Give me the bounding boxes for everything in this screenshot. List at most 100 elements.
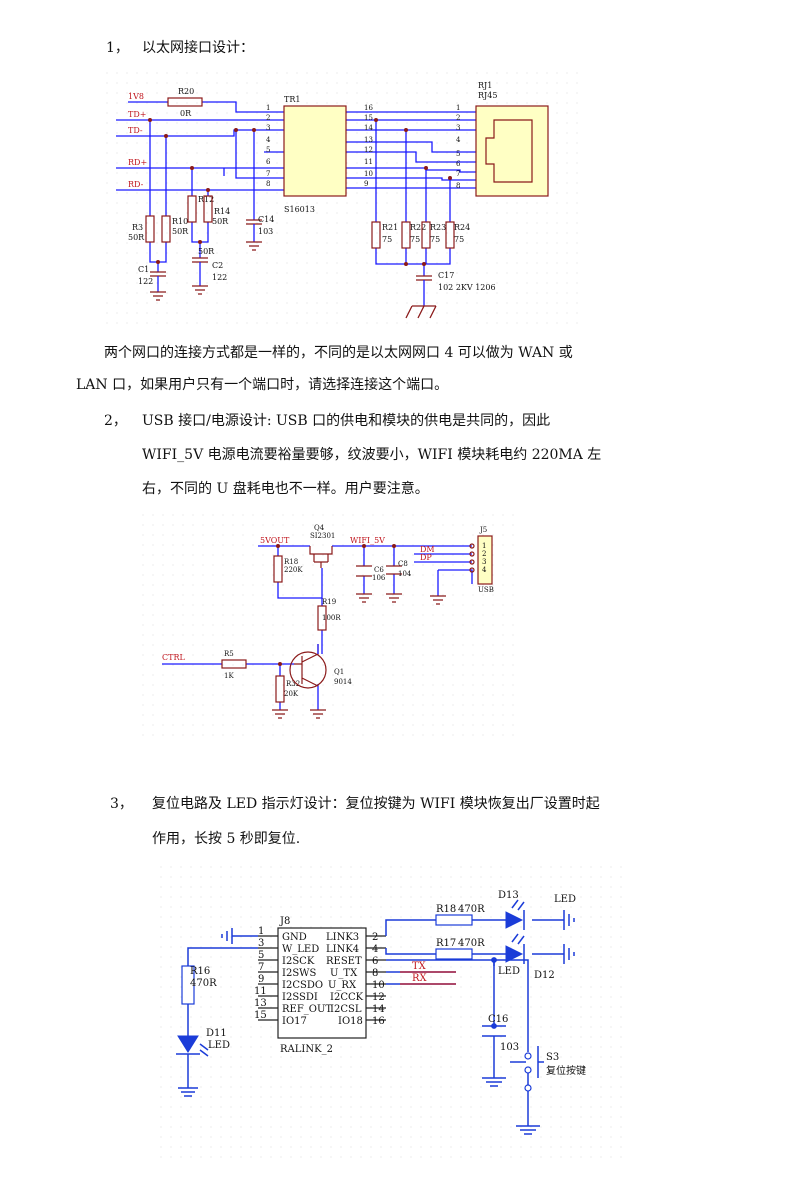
svg-text:8: 8 [266, 180, 270, 188]
svg-text:1: 1 [258, 926, 264, 937]
svg-text:U_TX: U_TX [330, 968, 358, 979]
svg-text:2: 2 [266, 114, 270, 122]
r17-resistor: R17 470R [435, 938, 485, 960]
c17-capacitor: C17 102 2KV 1206 [405, 271, 496, 319]
svg-text:R23: R23 [430, 223, 446, 232]
section-3-line-1: 复位电路及 LED 指示灯设计：复位按键为 WIFI 模块恢复出厂设置时起 [152, 796, 600, 812]
tr1-left-pins: 1 2 3 4 5 6 7 8 [266, 104, 271, 188]
svg-text:RESET: RESET [326, 956, 362, 967]
d12-led: LED D12 [498, 933, 555, 981]
svg-text:15: 15 [364, 114, 373, 122]
j8-left-pin-numbers: 1 3 5 7 9 11 13 15 [254, 926, 267, 1021]
c16-capacitor: C16 103 [482, 1014, 519, 1087]
svg-text:C1: C1 [138, 265, 149, 274]
section-2-line-2: WIFI_5V 电源电流要裕量要够，纹波要小，WIFI 模块耗电约 220MA … [142, 447, 602, 463]
j8-right-pin-numbers: 2 4 6 8 10 12 14 16 [372, 932, 385, 1027]
svg-text:4: 4 [456, 136, 461, 144]
tr1-right-pins: 16 15 14 13 12 11 10 9 [364, 104, 373, 188]
s3-reset-button: S3 复位按键 [510, 1046, 586, 1092]
svg-text:11: 11 [364, 158, 373, 166]
net-rd-minus: RD- [128, 180, 144, 189]
svg-text:8: 8 [456, 182, 460, 190]
svg-text:6: 6 [456, 160, 461, 168]
svg-text:5: 5 [266, 146, 270, 154]
svg-text:I2SWS: I2SWS [282, 968, 316, 979]
svg-text:122: 122 [138, 277, 153, 286]
svg-text:IO18: IO18 [338, 1016, 363, 1027]
svg-text:11: 11 [254, 986, 267, 997]
svg-text:R32: R32 [286, 680, 300, 688]
svg-text:1K: 1K [224, 672, 234, 680]
svg-text:I2CSDO: I2CSDO [282, 980, 323, 991]
svg-text:15: 15 [254, 1010, 267, 1021]
svg-text:USB: USB [478, 586, 494, 594]
net-dp: DP [420, 553, 432, 562]
svg-text:75: 75 [410, 235, 420, 244]
r5-resistor: R5 1K [221, 650, 247, 680]
svg-text:220K: 220K [284, 566, 303, 574]
svg-text:GND: GND [282, 932, 307, 943]
r24-resistor: R24 75 [445, 221, 470, 249]
tr1-transformer: TR1 S16013 [283, 95, 347, 214]
svg-text:2: 2 [456, 114, 460, 122]
reset-led-schematic: J8 RALINK_2 1 3 5 7 9 11 13 15 GND W_LED… [160, 866, 622, 1158]
svg-text:13: 13 [254, 998, 267, 1009]
svg-text:R24: R24 [454, 223, 470, 232]
svg-text:5: 5 [456, 150, 460, 158]
d13-led: D13 LED [498, 890, 576, 930]
section-3-number: 3， [110, 796, 133, 812]
svg-text:470R: 470R [458, 904, 485, 915]
svg-text:103: 103 [258, 227, 273, 236]
svg-text:7: 7 [266, 170, 270, 178]
svg-text:4: 4 [482, 566, 487, 574]
svg-text:16: 16 [364, 104, 373, 112]
j8-left-pin-names: GND W_LED I2SCK I2SWS I2CSDO I2SSDI REF_… [282, 932, 332, 1027]
svg-text:I2SCK: I2SCK [282, 956, 315, 967]
svg-text:470R: 470R [190, 978, 217, 989]
r21-resistor: R21 75 [371, 221, 398, 249]
svg-text:3: 3 [482, 558, 486, 566]
r22-resistor: R22 75 [401, 221, 426, 249]
svg-text:R18: R18 [284, 558, 298, 566]
section-1-title: 以太网接口设计： [142, 40, 254, 56]
j8-ralink-module: J8 RALINK_2 [277, 916, 367, 1055]
svg-text:R12: R12 [198, 195, 214, 204]
section-2-number: 2， [104, 413, 127, 429]
svg-text:14: 14 [372, 1004, 385, 1015]
svg-text:14: 14 [364, 124, 373, 132]
svg-text:5: 5 [258, 950, 264, 961]
r16-resistor: R16 470R [181, 965, 217, 1005]
svg-text:S16013: S16013 [284, 205, 315, 214]
svg-text:50R: 50R [128, 233, 145, 242]
svg-text:8: 8 [372, 968, 378, 979]
net-rd-plus: RD+ [128, 158, 147, 167]
svg-text:LINK4: LINK4 [326, 944, 359, 955]
svg-text:D12: D12 [534, 970, 555, 981]
svg-text:C2: C2 [212, 261, 223, 270]
svg-text:9014: 9014 [334, 678, 352, 686]
svg-text:C14: C14 [258, 215, 274, 224]
svg-text:R5: R5 [224, 650, 234, 658]
d11-led: D11 LED [176, 1028, 230, 1057]
svg-text:16: 16 [372, 1016, 385, 1027]
svg-text:W_LED: W_LED [282, 944, 319, 955]
usb-junctions [276, 544, 396, 666]
c1-capacitor: C1 122 [138, 265, 166, 301]
svg-text:50R: 50R [212, 217, 229, 226]
svg-text:75: 75 [454, 235, 464, 244]
svg-text:20K: 20K [284, 690, 299, 698]
svg-text:J5: J5 [479, 526, 487, 534]
svg-text:R22: R22 [410, 223, 426, 232]
svg-text:102 2KV 1206: 102 2KV 1206 [438, 283, 496, 292]
svg-text:Q1: Q1 [334, 668, 344, 676]
c2-capacitor: C2 122 [192, 257, 227, 295]
paragraph-1-line-1: 两个网口的连接方式都是一样的，不同的是以太网网口 4 可以做为 WAN 或 [104, 345, 573, 361]
svg-text:1: 1 [456, 104, 460, 112]
rj45-pins: 1 2 3 4 5 6 7 8 [456, 104, 461, 190]
svg-text:R17: R17 [436, 938, 456, 949]
svg-text:9: 9 [258, 974, 264, 985]
svg-text:复位按键: 复位按键 [546, 1064, 586, 1077]
paragraph-1-line-2: LAN 口，如果用户只有一个端口时，请选择连接这个端口。 [76, 377, 449, 393]
svg-text:50R: 50R [198, 247, 215, 256]
svg-text:1: 1 [482, 542, 486, 550]
